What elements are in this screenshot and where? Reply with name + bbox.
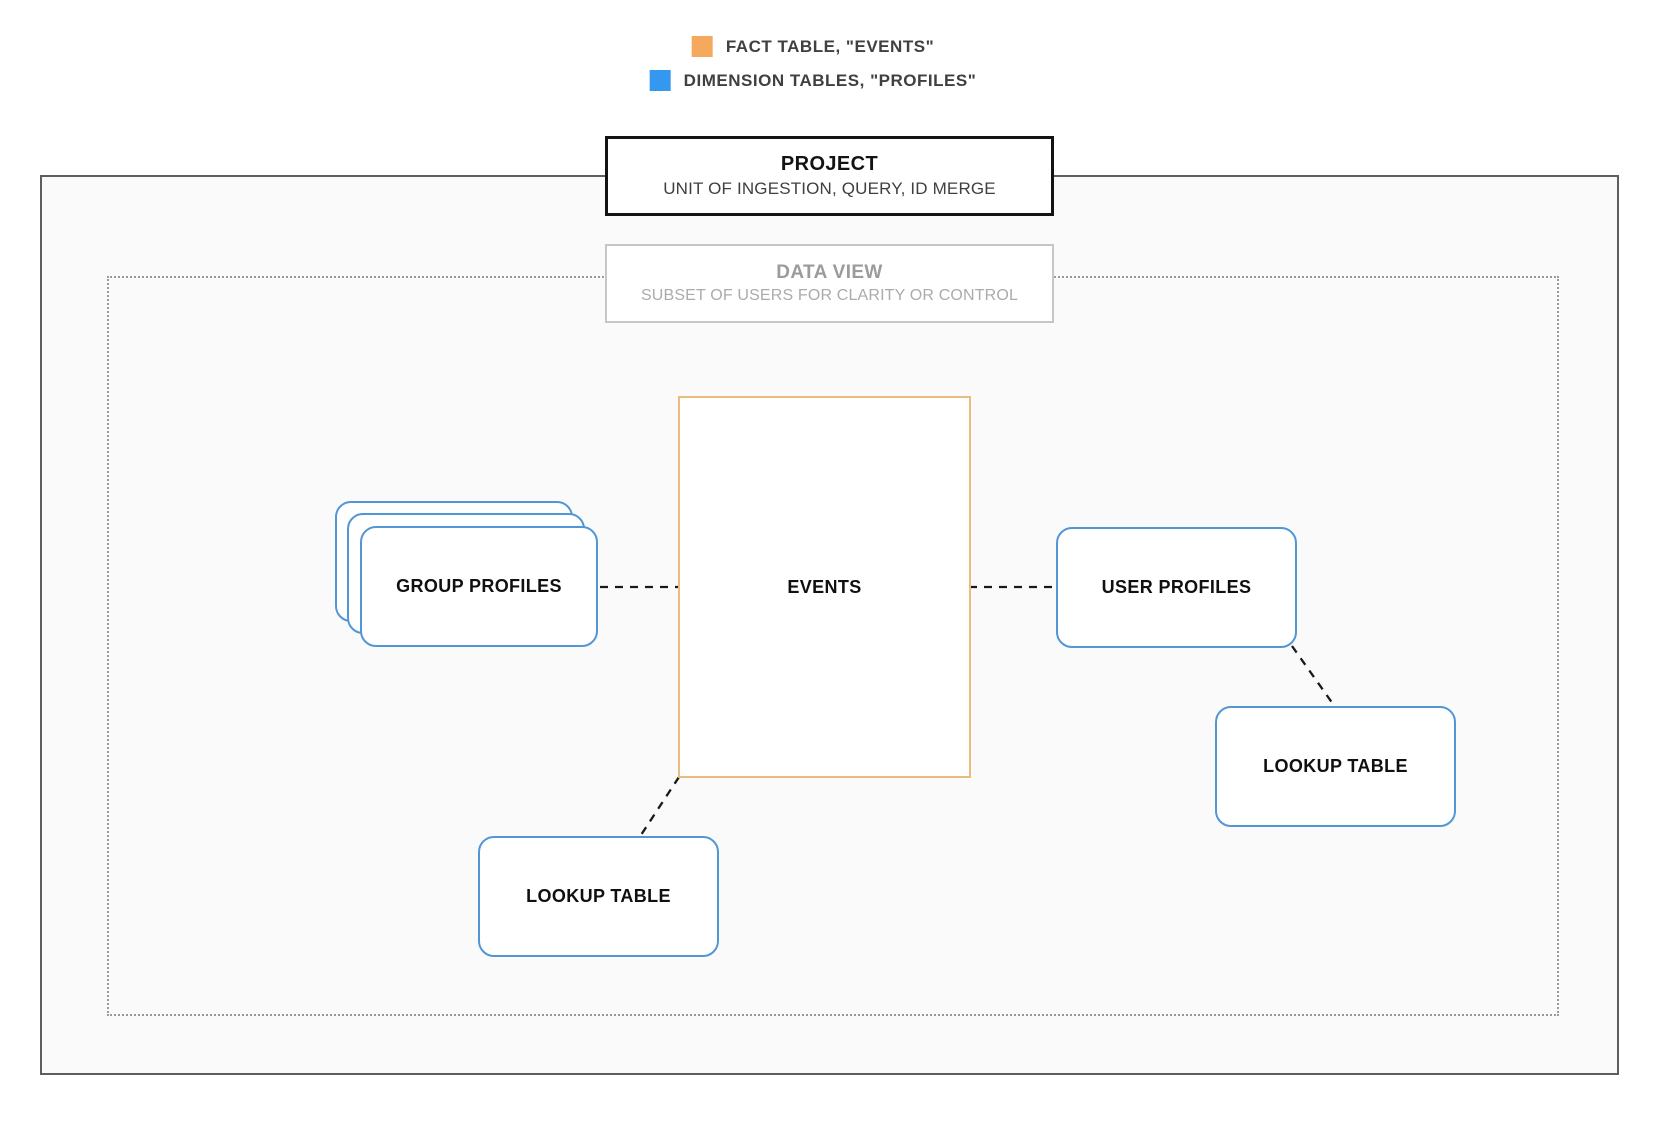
data-view-title: DATA VIEW xyxy=(776,262,883,283)
connector-events-lookup-table xyxy=(640,776,680,836)
events-node-label: EVENTS xyxy=(787,576,862,597)
lookup-table-left-node: LOOKUP TABLE xyxy=(478,836,719,957)
project-subtitle: UNIT OF INGESTION, QUERY, ID MERGE xyxy=(663,179,996,198)
connector-user-profiles-lookup-table xyxy=(1291,645,1334,705)
user-profiles-node: USER PROFILES xyxy=(1056,527,1297,648)
group-profiles-node: GROUP PROFILES xyxy=(360,526,598,647)
fact-table-legend-label: FACT TABLE, "EVENTS" xyxy=(725,36,935,56)
dimension-tables-legend-label: DIMENSION TABLES, "PROFILES" xyxy=(683,70,977,90)
lookup-table-left-node-label: LOOKUP TABLE xyxy=(526,886,671,906)
fact-table-swatch-icon xyxy=(691,36,713,57)
project-header-box: PROJECT UNIT OF INGESTION, QUERY, ID MER… xyxy=(605,136,1054,216)
data-view-header-box: DATA VIEW SUBSET OF USERS FOR CLARITY OR… xyxy=(605,244,1054,323)
legend-item-fact-table: FACT TABLE, "EVENTS" xyxy=(691,36,935,57)
user-profiles-node-label: USER PROFILES xyxy=(1101,577,1252,597)
project-title: PROJECT xyxy=(780,153,879,175)
dimension-tables-swatch-icon xyxy=(649,70,671,91)
lookup-table-right-node-label: LOOKUP TABLE xyxy=(1263,756,1408,776)
lookup-table-right-node: LOOKUP TABLE xyxy=(1215,706,1456,827)
legend-item-dimension-tables: DIMENSION TABLES, "PROFILES" xyxy=(649,70,977,91)
legend: FACT TABLE, "EVENTS" DIMENSION TABLES, "… xyxy=(649,36,977,91)
data-view-subtitle: SUBSET OF USERS FOR CLARITY OR CONTROL xyxy=(640,287,1019,304)
group-profiles-node-label: GROUP PROFILES xyxy=(396,576,562,596)
events-node: EVENTS xyxy=(678,396,971,778)
